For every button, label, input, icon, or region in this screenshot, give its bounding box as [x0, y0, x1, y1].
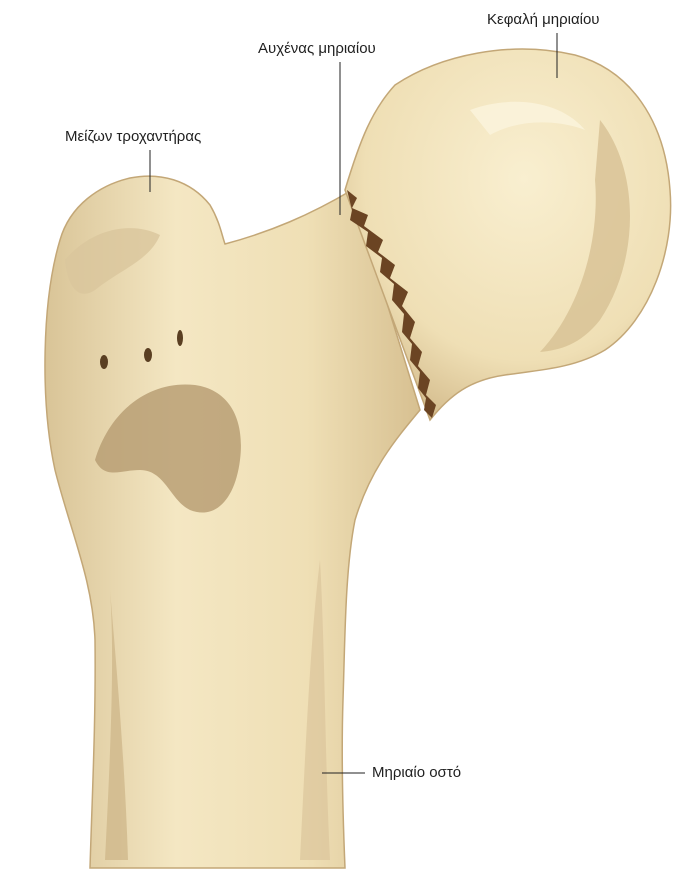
label-femur: Μηριαίο οστό [372, 764, 461, 782]
label-femoral-neck: Αυχένας μηριαίου [258, 40, 376, 58]
foramen-1 [100, 355, 108, 369]
label-greater-trochanter: Μείζων τροχαντήρας [65, 128, 201, 146]
foramen-3 [177, 330, 183, 346]
label-femoral-head: Κεφαλή μηριαίου [487, 11, 600, 29]
foramen-2 [144, 348, 152, 362]
